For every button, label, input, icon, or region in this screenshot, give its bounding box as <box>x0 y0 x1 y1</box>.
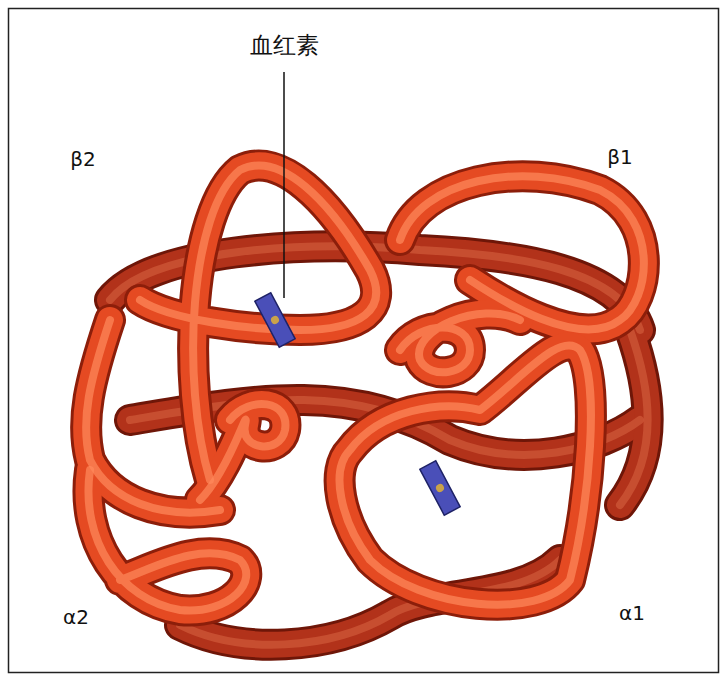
iron-atom <box>270 315 281 326</box>
subunit-label: α2 <box>63 606 89 628</box>
chain-tube <box>340 345 591 604</box>
heme-plate <box>255 293 295 347</box>
chain-tube <box>620 330 648 505</box>
chain-tube <box>400 176 644 329</box>
frame-border <box>9 9 719 673</box>
chain-tube <box>620 330 648 505</box>
chain-tube <box>400 314 520 373</box>
iron-atom <box>435 483 446 494</box>
chain-tube <box>88 470 246 610</box>
leader-line <box>283 72 285 298</box>
chain-tube <box>400 314 520 373</box>
chain-tube <box>86 320 220 513</box>
chain-tube <box>200 404 285 500</box>
subunit-label: β2 <box>70 148 96 170</box>
chain-tube <box>400 176 644 329</box>
chain-tube <box>140 166 376 480</box>
heme-groups <box>255 293 460 515</box>
chain-tube <box>400 176 644 329</box>
part-label: 血红素 <box>250 33 319 58</box>
subunit-label: β1 <box>607 146 633 168</box>
chain-tube <box>200 404 285 500</box>
chain-tube <box>400 314 520 373</box>
globin-chains <box>86 166 648 645</box>
chain-tube <box>340 345 591 604</box>
chain-tube <box>340 345 591 604</box>
subunit-label: α1 <box>619 602 645 624</box>
heme-plate <box>420 461 460 515</box>
